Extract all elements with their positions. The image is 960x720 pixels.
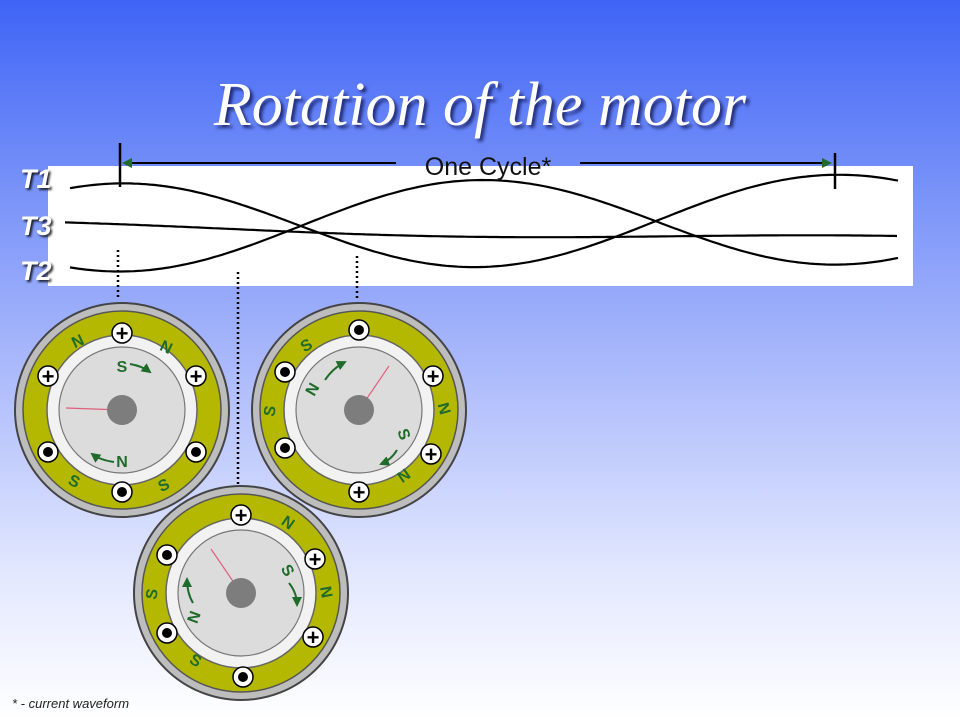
terminal-plus-top: + bbox=[230, 503, 252, 528]
terminal-dot-right bbox=[185, 441, 207, 463]
terminal-dot-top bbox=[348, 319, 370, 341]
terminal-plus-right-lower: + bbox=[302, 625, 324, 650]
footnote: * - current waveform bbox=[12, 696, 130, 711]
slide-title: Rotation of the motor bbox=[213, 71, 747, 139]
terminal-plus-bottom: + bbox=[348, 480, 370, 505]
waveform-t2 bbox=[69, 178, 899, 273]
stator-pole-label: S bbox=[261, 404, 280, 418]
terminal-dot-left bbox=[156, 544, 178, 566]
terminal-dot-left-lower bbox=[156, 622, 178, 644]
terminal-plus-right: + bbox=[304, 547, 326, 572]
stator-pole-label: N bbox=[316, 585, 335, 599]
stator-pole-label: N bbox=[434, 401, 453, 417]
svg-text:+: + bbox=[235, 503, 248, 528]
motor-3: + + + N N S S S N bbox=[133, 485, 349, 701]
rotation-arrow-icon bbox=[324, 361, 347, 381]
waveform-label-t2: T2 bbox=[20, 256, 52, 286]
rotor-pole-label: N bbox=[185, 609, 205, 626]
svg-text:+: + bbox=[190, 364, 203, 389]
svg-text:+: + bbox=[116, 321, 129, 346]
svg-text:+: + bbox=[425, 442, 438, 467]
terminal-plus-top: + bbox=[111, 321, 133, 346]
waveform-label-t3: T3 bbox=[20, 211, 52, 241]
terminal-dot-bottom bbox=[111, 481, 133, 503]
terminal-dot-bottom bbox=[232, 666, 254, 688]
terminal-plus-right-lower: + bbox=[420, 442, 442, 467]
stator-pole-label: S bbox=[143, 587, 162, 601]
waveform-t1 bbox=[69, 173, 899, 269]
rotation-arrow-icon bbox=[288, 582, 302, 607]
one-cycle-label: One Cycle* bbox=[425, 153, 552, 181]
svg-text:+: + bbox=[427, 364, 440, 389]
svg-text:+: + bbox=[307, 625, 320, 650]
svg-text:+: + bbox=[309, 547, 322, 572]
rotation-arrow-icon bbox=[90, 452, 115, 463]
rotation-arrow-icon bbox=[182, 577, 194, 604]
rotation-arrow-icon bbox=[379, 449, 398, 466]
terminal-plus-right: + bbox=[185, 364, 207, 389]
motor-1: + + + N N S S S N bbox=[14, 302, 230, 518]
svg-text:+: + bbox=[42, 364, 55, 389]
rotation-arrow-icon bbox=[129, 363, 152, 374]
waveform-label-t1: T1 bbox=[20, 164, 52, 194]
terminal-dot-left bbox=[37, 441, 59, 463]
waveform-t3 bbox=[64, 221, 898, 239]
motor-2: + + + S N N S N S bbox=[251, 302, 467, 518]
terminal-plus-right: + bbox=[422, 364, 444, 389]
rotor-pole-label: S bbox=[117, 359, 128, 376]
one-cycle-indicator: One Cycle* bbox=[118, 143, 837, 189]
svg-text:+: + bbox=[353, 480, 366, 505]
terminal-dot-left-lower bbox=[274, 437, 296, 459]
terminal-dot-left bbox=[274, 361, 296, 383]
rotor-pole-label: N bbox=[116, 454, 128, 471]
terminal-plus-left: + bbox=[37, 364, 59, 389]
